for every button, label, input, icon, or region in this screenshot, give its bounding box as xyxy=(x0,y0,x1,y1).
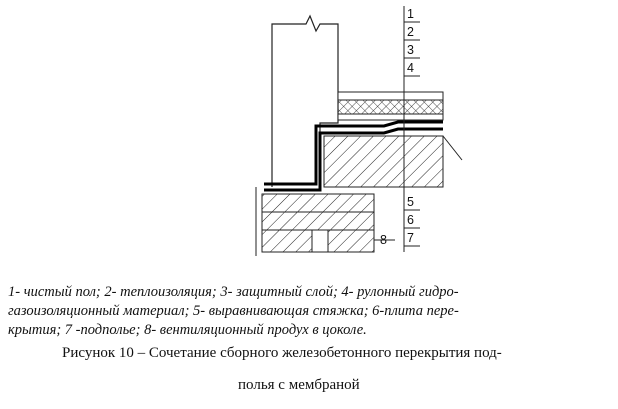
label-8: 8 xyxy=(380,233,387,247)
label-6: 6 xyxy=(407,213,414,227)
layer-screed xyxy=(323,135,444,188)
layer-protective xyxy=(337,113,444,121)
membrane-lower xyxy=(264,127,443,192)
membrane-upper xyxy=(264,120,443,186)
legend-line-1: 1- чистый пол; 2- теплоизоляция; 3- защи… xyxy=(8,284,459,300)
vent-duct xyxy=(311,229,329,253)
legend-line-3: крытия; 7 -подполье; 8- вентиляционный п… xyxy=(8,322,367,338)
label-1: 1 xyxy=(407,7,414,21)
label-3: 3 xyxy=(407,43,414,57)
figure-caption-line-1: Рисунок 10 – Сочетание сборного железобе… xyxy=(62,345,502,361)
wall xyxy=(271,14,339,187)
screed-extension xyxy=(442,135,463,161)
figure-caption-line-2: полья с мембраной xyxy=(238,377,360,393)
legend-line-2: газоизоляционный материал; 5- выравниваю… xyxy=(8,303,459,319)
label-4: 4 xyxy=(407,61,414,75)
label-7: 7 xyxy=(407,231,414,245)
label-2: 2 xyxy=(407,25,414,39)
construction-section-drawing: 1 2 3 4 5 6 7 8 xyxy=(255,6,463,256)
label-5: 5 xyxy=(407,195,414,209)
layer-insulation xyxy=(337,99,444,115)
layer-clean-floor xyxy=(337,91,444,101)
